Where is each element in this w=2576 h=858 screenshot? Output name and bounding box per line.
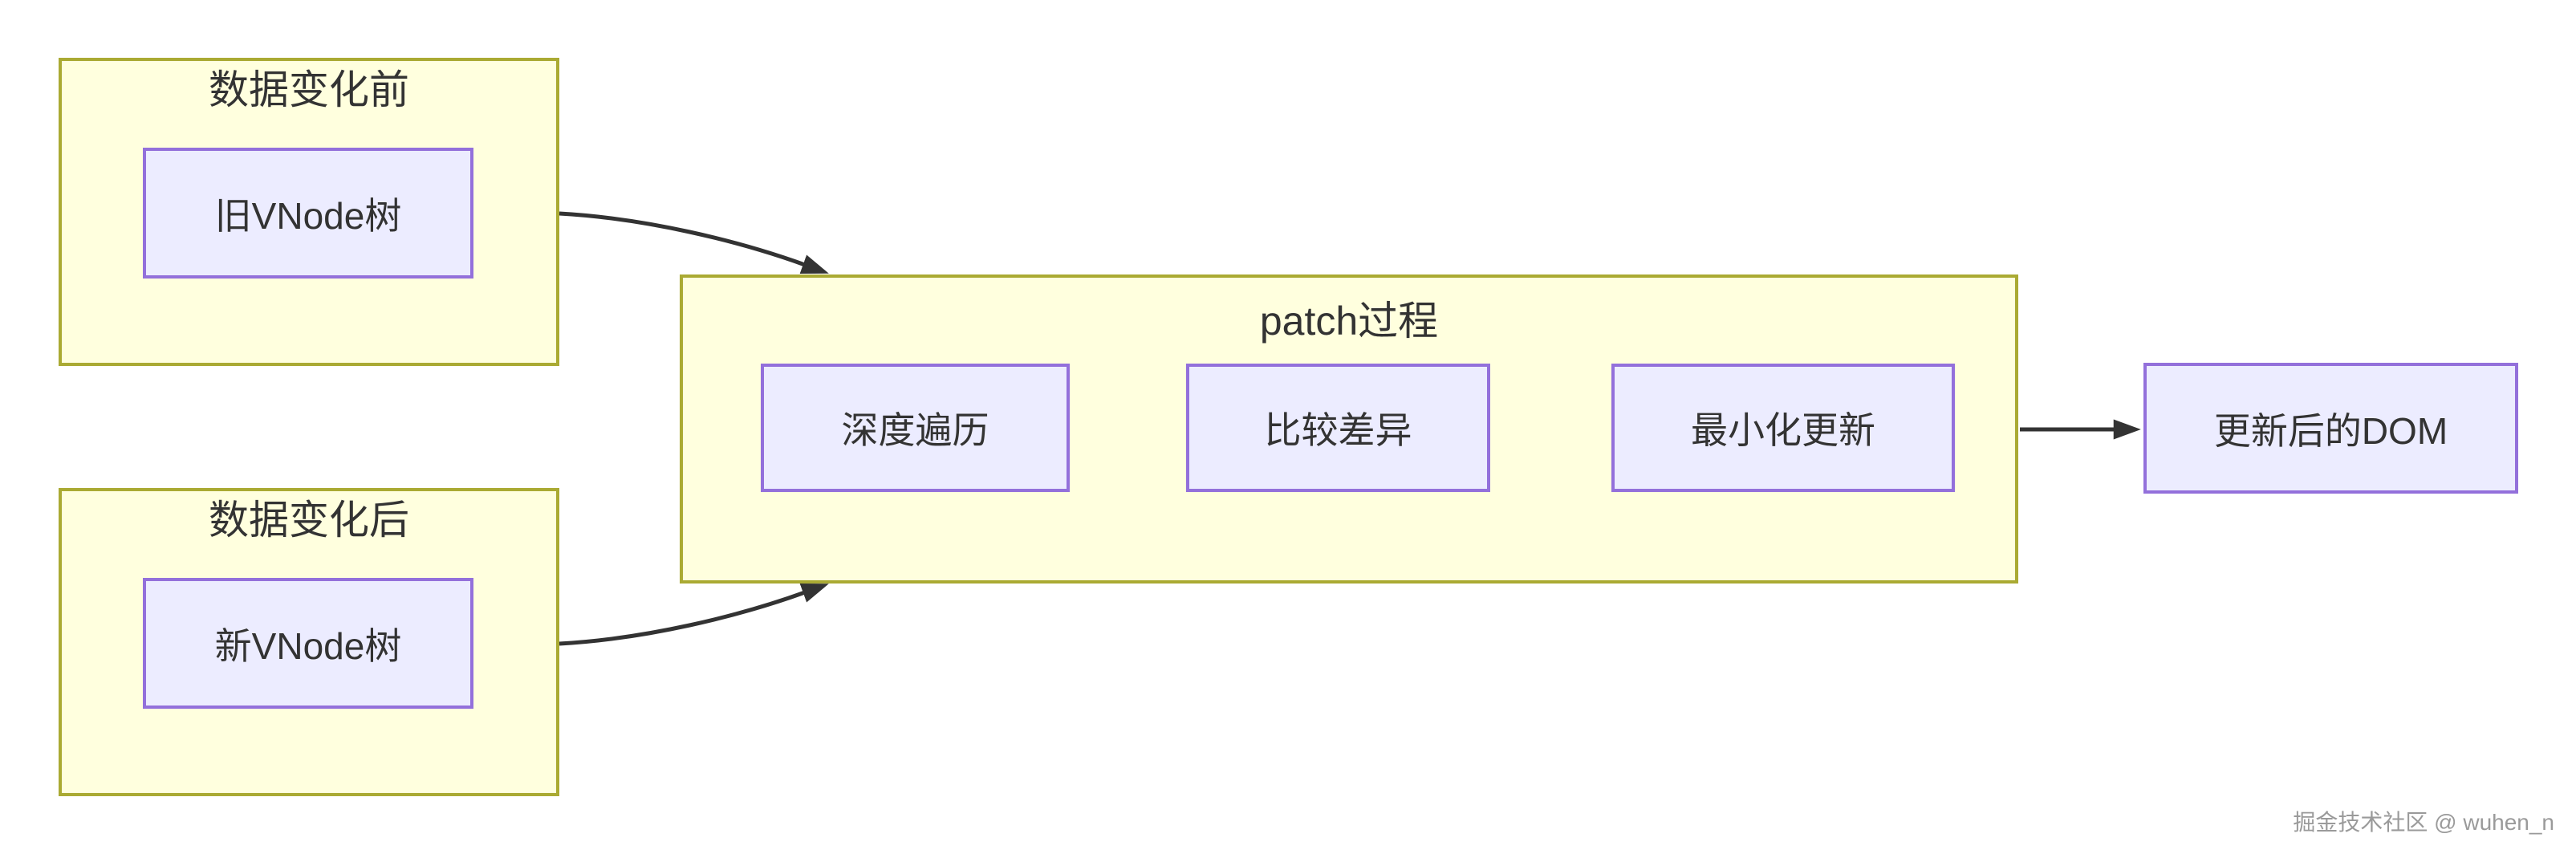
cluster-after-title: 数据变化后 bbox=[209, 498, 409, 543]
cluster-before-title: 数据变化前 bbox=[209, 67, 409, 112]
watermark: 掘金技术社区 @ wuhen_n bbox=[2293, 810, 2554, 835]
edge-old-vnode-to-patch bbox=[559, 211, 829, 274]
node-old-vnode-tree: 旧VNode树 bbox=[143, 148, 473, 279]
node-new-vnode-label: 新VNode树 bbox=[214, 624, 402, 667]
cluster-patch-process: patch过程 深度遍历 比较差异 最小化更新 bbox=[680, 274, 2018, 584]
node-compare-differences-label: 比较差异 bbox=[1264, 409, 1412, 451]
edge-new-vnode-to-patch bbox=[559, 584, 829, 646]
node-minimal-update: 最小化更新 bbox=[1611, 364, 1955, 492]
node-minimal-update-label: 最小化更新 bbox=[1691, 409, 1875, 451]
cluster-after-data-change: 数据变化后 新VNode树 bbox=[59, 488, 559, 796]
node-compare-differences: 比较差异 bbox=[1186, 364, 1490, 492]
node-new-vnode-tree: 新VNode树 bbox=[143, 578, 473, 709]
node-depth-traversal: 深度遍历 bbox=[761, 364, 1070, 492]
cluster-before-data-change: 数据变化前 旧VNode树 bbox=[59, 58, 559, 366]
cluster-patch-title: patch过程 bbox=[1259, 299, 1439, 344]
node-updated-dom: 更新后的DOM bbox=[2143, 363, 2518, 494]
node-old-vnode-label: 旧VNode树 bbox=[214, 194, 402, 237]
node-depth-traversal-label: 深度遍历 bbox=[841, 409, 989, 451]
node-updated-dom-label: 更新后的DOM bbox=[2213, 409, 2448, 452]
